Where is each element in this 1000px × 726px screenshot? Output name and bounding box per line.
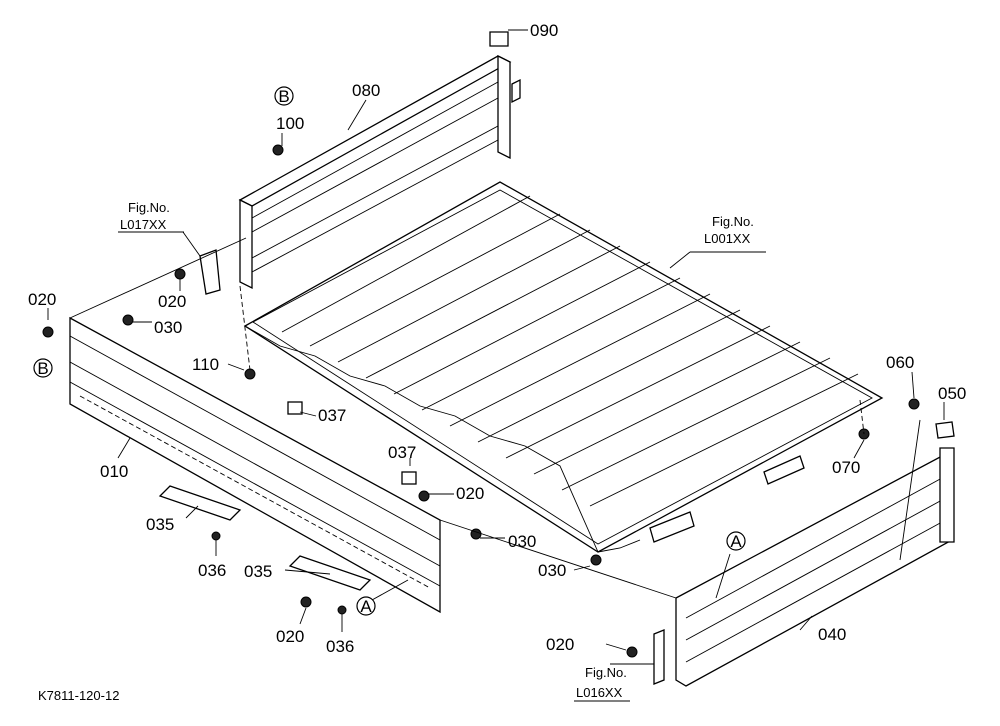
callout-b-left: B <box>33 358 53 378</box>
svg-text:L016XX: L016XX <box>576 685 623 700</box>
diagram-code: K7811-120-12 <box>38 688 119 703</box>
fig-ref-l001xx: Fig.No. L001XX <box>690 214 766 253</box>
svg-text:L017XX: L017XX <box>120 217 167 232</box>
part-labels: 090 080 100 020 020 030 110 037 010 035 … <box>28 21 966 656</box>
label-035: 035 <box>146 515 174 534</box>
label-060: 060 <box>886 353 914 372</box>
label-036: 036 <box>198 561 226 580</box>
svg-text:Fig.No.: Fig.No. <box>128 200 170 215</box>
label-040: 040 <box>818 625 846 644</box>
label-020: 020 <box>158 292 186 311</box>
side-panel-040 <box>675 447 955 687</box>
svg-text:A: A <box>730 532 742 551</box>
svg-text:L001XX: L001XX <box>704 231 751 246</box>
label-030: 030 <box>154 318 182 337</box>
callout-a-bottom: A <box>356 596 376 616</box>
fig-ref-l016xx: Fig.No. L016XX <box>574 665 630 702</box>
leader-lines <box>47 29 945 665</box>
floor-panel <box>243 181 884 553</box>
label-080: 080 <box>352 81 380 100</box>
label-020: 020 <box>546 635 574 654</box>
label-030: 030 <box>508 532 536 551</box>
svg-text:B: B <box>37 359 48 378</box>
label-050: 050 <box>938 384 966 403</box>
callout-a-right: A <box>726 531 746 551</box>
label-030: 030 <box>538 561 566 580</box>
callout-b-top: B <box>274 86 294 106</box>
label-100: 100 <box>276 114 304 133</box>
label-070: 070 <box>832 458 860 477</box>
label-010: 010 <box>100 462 128 481</box>
label-036: 036 <box>326 637 354 656</box>
label-020: 020 <box>28 290 56 309</box>
label-037: 037 <box>388 443 416 462</box>
fig-ref-l017xx: Fig.No. L017XX <box>118 200 184 233</box>
label-037: 037 <box>318 406 346 425</box>
label-035: 035 <box>244 562 272 581</box>
side-panel-010 <box>69 316 441 614</box>
svg-text:Fig.No.: Fig.No. <box>585 665 627 680</box>
label-090: 090 <box>530 21 558 40</box>
label-110: 110 <box>192 355 219 374</box>
hardware <box>42 144 955 685</box>
svg-text:B: B <box>278 87 289 106</box>
label-020: 020 <box>276 627 304 646</box>
gate-080 <box>238 31 521 290</box>
svg-text:A: A <box>360 597 372 616</box>
label-020: 020 <box>456 484 484 503</box>
svg-text:Fig.No.: Fig.No. <box>712 214 754 229</box>
